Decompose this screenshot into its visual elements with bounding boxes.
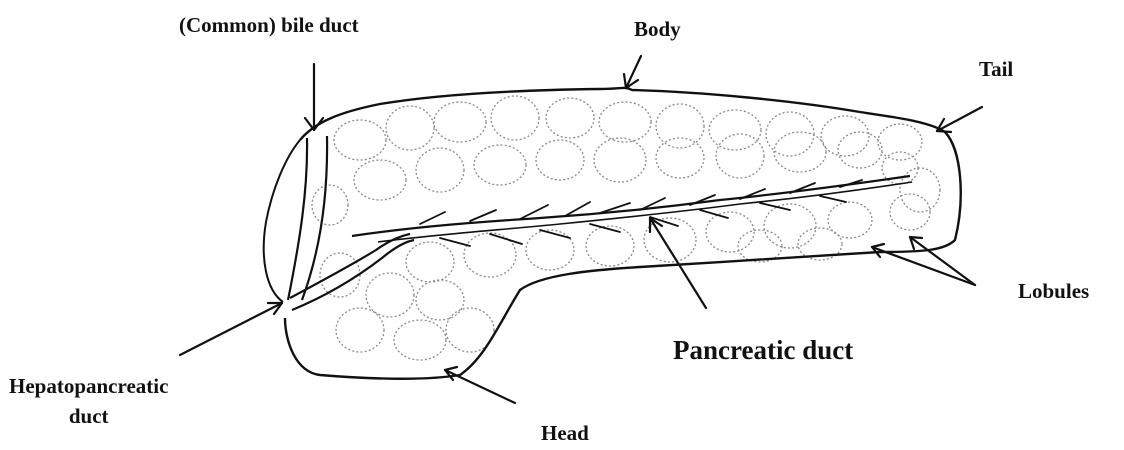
duct-branch-16 [700, 210, 728, 218]
duodenum-edge [264, 140, 300, 302]
arrow-hepatopancreatic-duct [180, 303, 282, 355]
lobule-4 [491, 96, 539, 140]
arrow-body [624, 56, 641, 88]
label-body: Body [634, 19, 681, 40]
pancreatic-duct [352, 176, 910, 236]
lobule-26 [644, 218, 696, 262]
lobule-35 [394, 320, 446, 360]
pancreatic-duct-branches [420, 180, 862, 246]
label-hepatopancreatic-duct: Hepatopancreatic duct [9, 371, 168, 432]
lobule-22 [406, 242, 454, 282]
lobule-15 [536, 140, 584, 180]
lobule-27 [706, 212, 754, 252]
duct-branch-14 [590, 224, 620, 232]
lobule-2 [386, 106, 434, 150]
label-hepatopancreatic-duct-line2: duct [9, 401, 168, 431]
lobule-24 [526, 230, 574, 270]
label-hepatopancreatic-duct-line1: Hepatopancreatic [9, 371, 168, 401]
lobule-12 [354, 160, 406, 200]
lobule-1 [334, 120, 386, 160]
lobule-20 [838, 132, 882, 168]
duct-branch-2 [470, 210, 496, 221]
lobule-10 [821, 116, 869, 156]
lobule-7 [656, 104, 704, 148]
lobule-21 [900, 168, 940, 212]
arrow-tail [937, 107, 982, 132]
lobule-36 [336, 308, 384, 352]
pancreatic-duct-parallel [378, 182, 912, 242]
lobule-30 [890, 194, 930, 230]
lobule-33 [416, 280, 464, 320]
duct-branch-7 [690, 195, 715, 205]
lobule-14 [474, 145, 526, 185]
lobule-6 [599, 102, 651, 142]
lobule-3 [434, 102, 486, 142]
arrow-common-bile-duct [305, 64, 323, 130]
duct-branch-11 [440, 238, 470, 246]
lobule-19 [774, 132, 826, 172]
lobule-8 [709, 110, 761, 150]
lobule-13 [416, 148, 464, 192]
lobule-32 [366, 273, 414, 317]
lobule-18 [716, 134, 764, 178]
hepatopancreatic-duct-upper [290, 234, 410, 298]
label-pancreatic-duct: Pancreatic duct [673, 337, 853, 364]
duct-branch-1 [420, 212, 445, 224]
lobule-39 [738, 230, 782, 262]
label-lobules: Lobules [1018, 281, 1089, 302]
lobule-17 [656, 138, 704, 178]
lobule-25 [586, 226, 634, 266]
arrow-lobules-2 [910, 237, 975, 285]
label-tail: Tail [979, 59, 1013, 80]
duct-branch-18 [820, 196, 846, 202]
label-head: Head [541, 423, 589, 444]
arrow-head [445, 367, 515, 403]
duct-branch-17 [760, 203, 790, 210]
lobule-37 [312, 185, 348, 225]
common-bile-duct-wall-left [288, 138, 307, 300]
lobule-16 [594, 138, 646, 182]
lobule-31 [320, 253, 360, 297]
lobule-11 [878, 124, 922, 160]
duct-branch-12 [490, 234, 522, 244]
lobule-5 [546, 98, 594, 138]
label-common-bile-duct: (Common) bile duct [179, 15, 359, 36]
